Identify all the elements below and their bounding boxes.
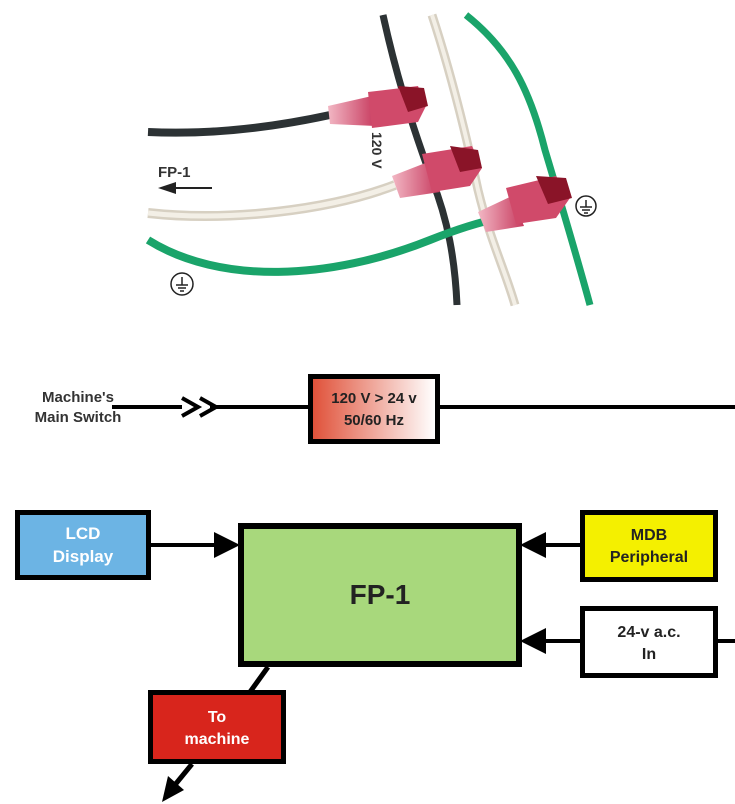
to-machine-box: To machine bbox=[148, 690, 286, 764]
left-arrow-icon bbox=[158, 182, 212, 194]
lcd-line2: Display bbox=[53, 547, 114, 566]
green-wire-horizontal bbox=[145, 214, 501, 276]
photo-fp1-label: FP-1 bbox=[158, 164, 191, 181]
mdb-line1: MDB bbox=[631, 527, 667, 544]
ground-symbol-icon bbox=[575, 195, 597, 217]
transformer-box: 120 V > 24 v 50/60 Hz bbox=[308, 374, 440, 444]
machine-line1: To bbox=[208, 709, 227, 726]
ac-to-fp1-arrow bbox=[520, 628, 735, 654]
machine-out-arrow bbox=[162, 762, 194, 802]
main-power-line bbox=[112, 396, 735, 418]
wire-connector-right bbox=[478, 176, 572, 232]
mdb-to-fp1-arrow bbox=[520, 532, 580, 558]
ac-input-box: 24-v a.c. In bbox=[580, 606, 718, 678]
transformer-line2: 50/60 Hz bbox=[344, 412, 404, 429]
lcd-display-box: LCD Display bbox=[15, 510, 151, 580]
lcd-line1: LCD bbox=[66, 524, 101, 543]
fp1-to-machine-line bbox=[247, 665, 271, 694]
mdb-peripheral-box: MDB Peripheral bbox=[580, 510, 718, 582]
wire-connector-top bbox=[328, 86, 428, 128]
fp1-label: FP-1 bbox=[350, 579, 411, 610]
machine-line2: machine bbox=[185, 731, 250, 748]
wiring-photo: 120 V FP-1 bbox=[145, 12, 597, 307]
ac-line2: In bbox=[642, 646, 656, 663]
switch-label-line2: Main Switch bbox=[35, 409, 122, 426]
ground-symbol-icon bbox=[170, 272, 194, 296]
voltage-label: 120 V bbox=[369, 132, 385, 169]
transformer-line1: 120 V > 24 v bbox=[331, 390, 417, 407]
black-wire-horizontal bbox=[147, 111, 331, 137]
fp1-box: FP-1 bbox=[238, 523, 522, 667]
wire-connector-middle bbox=[392, 146, 482, 198]
green-wire-vertical bbox=[463, 12, 594, 306]
ac-line1: 24-v a.c. bbox=[617, 624, 680, 641]
lcd-to-fp1-arrow bbox=[151, 532, 240, 558]
switch-label-line1: Machine's bbox=[42, 389, 114, 406]
mdb-line2: Peripheral bbox=[610, 549, 688, 566]
